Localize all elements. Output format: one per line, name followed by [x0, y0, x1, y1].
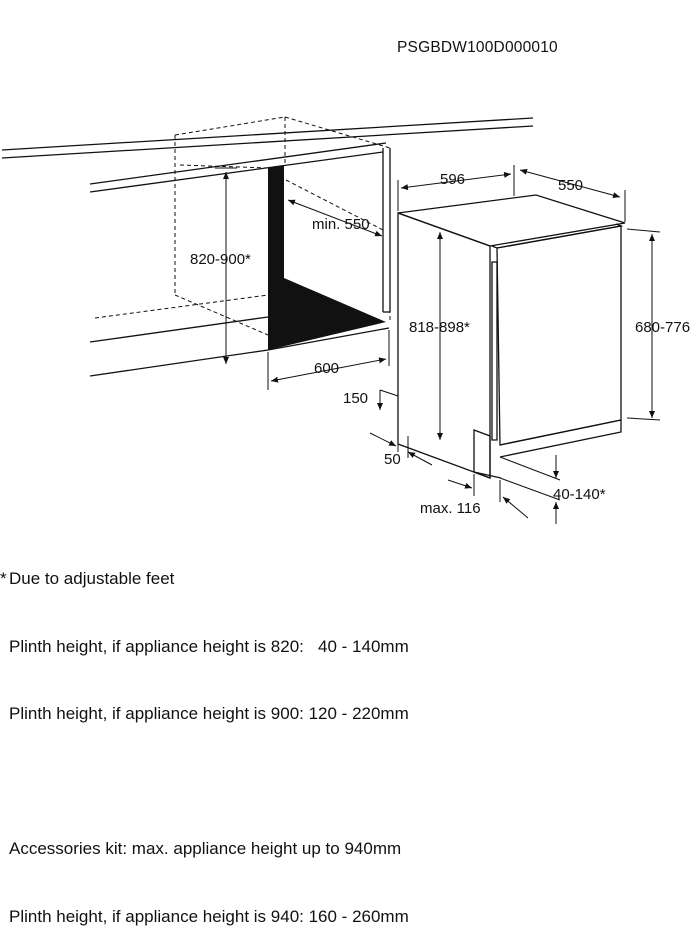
product-code: PSGBDW100D000010	[397, 39, 558, 56]
label-niche-width: 600	[314, 360, 339, 377]
note-line-4: Accessories kit: max. appliance height u…	[9, 839, 402, 858]
label-plinth-150: 150	[343, 390, 368, 407]
label-max-116: max. 116	[420, 500, 481, 517]
dishwasher	[397, 194, 626, 479]
label-niche-height: 820-900*	[190, 251, 251, 268]
dim-door-height	[626, 228, 661, 421]
dim-niche-height	[215, 167, 237, 364]
note-line-5: Plinth height, if appliance height is 94…	[9, 906, 409, 926]
label-niche-depth: min. 550	[312, 216, 370, 233]
footnotes: *Due to adjustable feet Plinth height, i…	[0, 523, 700, 951]
label-door-height: 680-776	[635, 319, 690, 336]
label-appliance-width: 596	[440, 171, 465, 188]
note-spacer	[0, 771, 700, 794]
dim-plinth-50	[369, 430, 433, 466]
worktop	[1, 117, 534, 193]
label-plinth-50: 50	[384, 451, 401, 468]
label-feet-range: 40-140*	[553, 486, 606, 503]
label-appliance-depth: 550	[558, 177, 583, 194]
cabinet-structure	[89, 148, 391, 377]
dim-appliance-width	[397, 165, 515, 211]
asterisk: *	[0, 569, 7, 588]
dim-max-116	[447, 474, 529, 519]
dim-appliance-depth	[519, 168, 626, 222]
note-line-2: Plinth height, if appliance height is 82…	[9, 636, 409, 656]
installation-diagram: PSGBDW100D000010 820-900*	[1, 39, 690, 524]
dim-niche-depth	[287, 199, 383, 237]
dim-plinth-150	[377, 389, 399, 444]
dim-niche-width	[267, 330, 390, 390]
niche-inner-edge	[284, 194, 290, 276]
note-text-1: Due to adjustable feet	[9, 569, 175, 588]
note-line-3: Plinth height, if appliance height is 90…	[9, 704, 409, 723]
dim-feet-range	[499, 455, 561, 524]
note-line-1: *Due to adjustable feet	[0, 568, 700, 591]
label-appliance-height: 818-898*	[409, 319, 470, 336]
niche-side-wall	[268, 165, 386, 350]
